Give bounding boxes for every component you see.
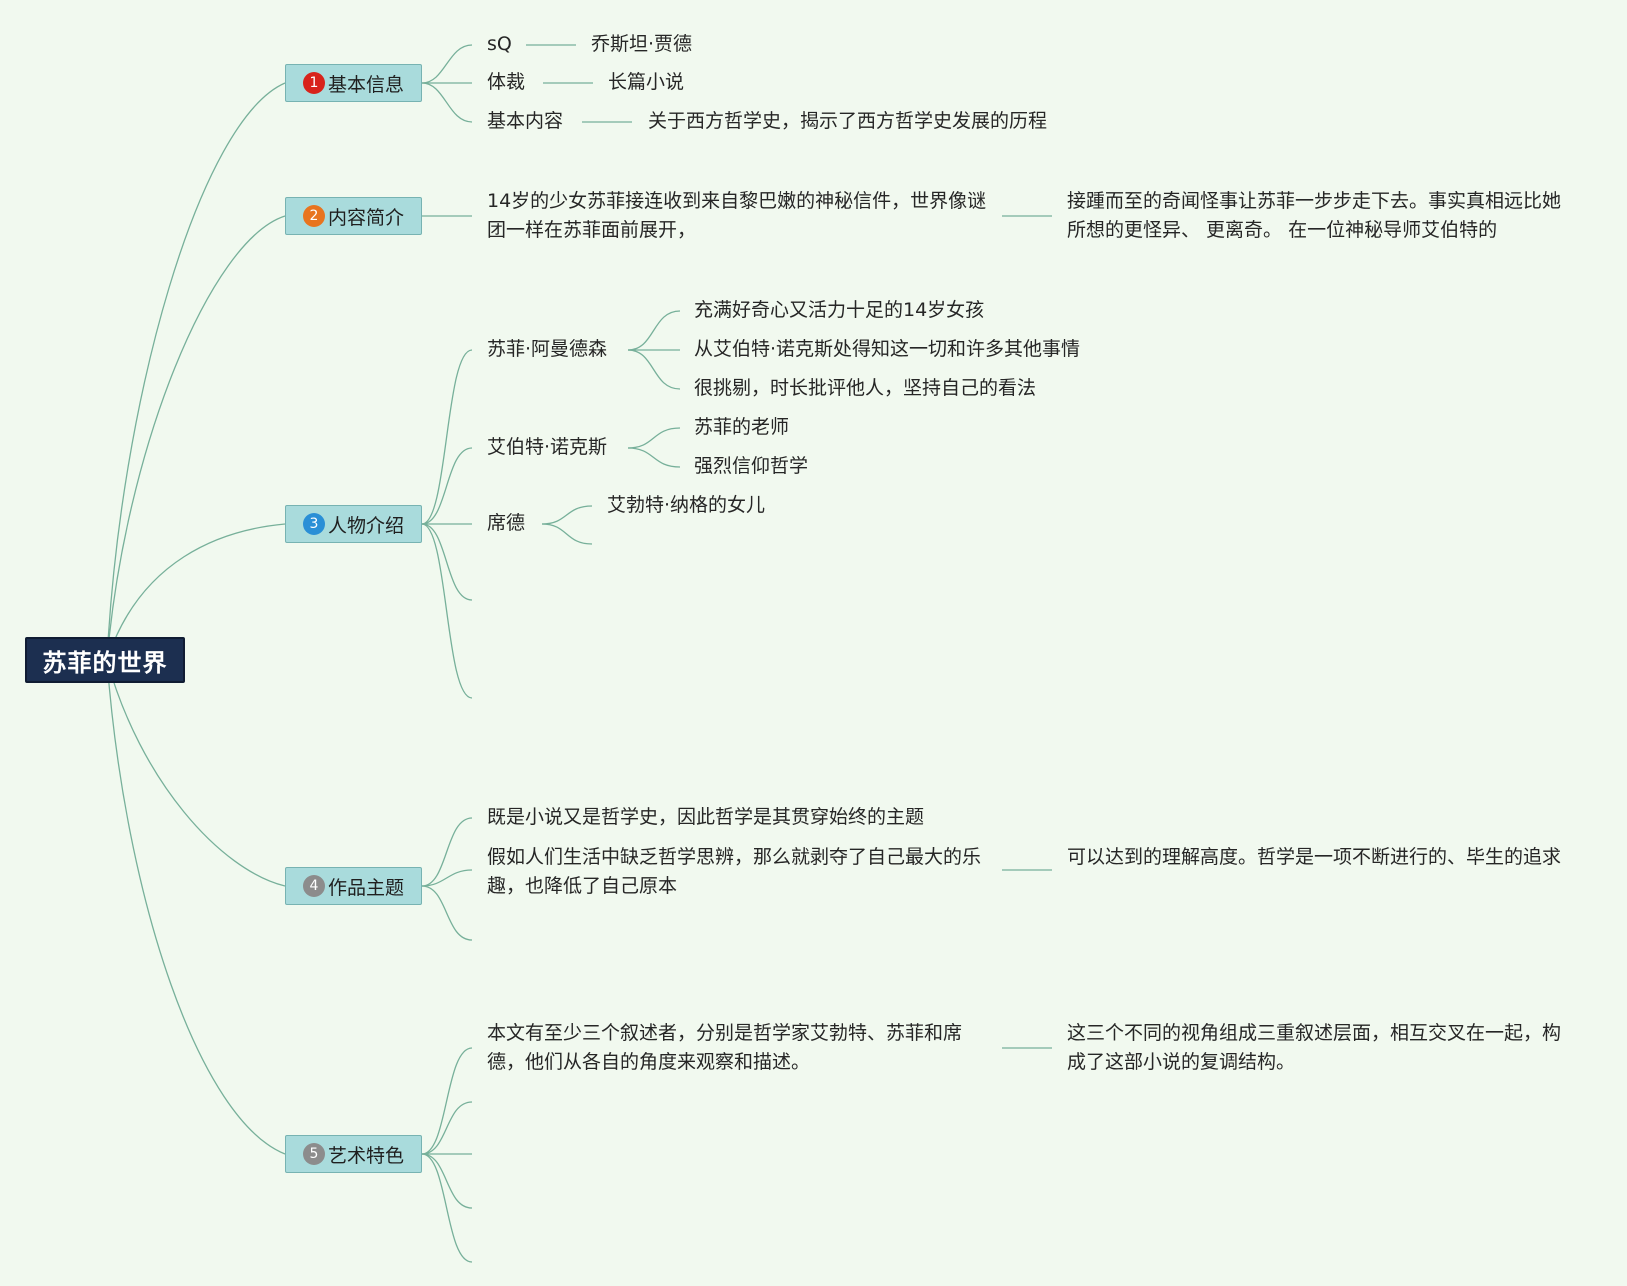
- trait-item[interactable]: 强烈信仰哲学: [694, 455, 809, 477]
- info-value-author[interactable]: 乔斯坦·贾德: [591, 33, 693, 55]
- link-b5-empty1: [421, 1101, 473, 1155]
- link-b5-empty3: [421, 1153, 473, 1209]
- summary-continuation[interactable]: 接踵而至的奇闻怪事让苏菲一步步走下去。事实真相远比她所想的更怪异、 更离奇。 在…: [1067, 190, 1562, 241]
- link-c3-t1: [541, 505, 593, 525]
- info-key-content[interactable]: 基本内容: [487, 110, 564, 132]
- link-b4-item1: [421, 817, 473, 887]
- link-c3-empty: [541, 523, 593, 545]
- branch-characters[interactable]: 3 人物介绍: [285, 505, 422, 543]
- link-b3-empty2: [421, 523, 473, 699]
- link-b1-item1: [421, 44, 473, 84]
- link-b3-char1: [421, 349, 473, 525]
- branch-artistic-features[interactable]: 5 艺术特色: [285, 1135, 422, 1173]
- character-alberto[interactable]: 艾伯特·诺克斯: [487, 436, 608, 458]
- link-root-b5: [106, 659, 286, 1155]
- number-badge: 2: [302, 205, 325, 227]
- link-b4-empty: [421, 885, 473, 941]
- feature-continuation[interactable]: 这三个不同的视角组成三重叙述层面，相互交叉在一起，构成了这部小说的复调结构。: [1067, 1022, 1562, 1073]
- trait-item[interactable]: 从艾伯特·诺克斯处得知这一切和许多其他事情: [694, 338, 1081, 360]
- link-b4-item2: [421, 869, 473, 887]
- branch-label: 艺术特色: [327, 1144, 404, 1167]
- trait-item[interactable]: 苏菲的老师: [694, 416, 790, 438]
- theme-item[interactable]: 既是小说又是哲学史，因此哲学是其贯穿始终的主题: [487, 806, 925, 828]
- info-key-genre[interactable]: 体裁: [487, 71, 526, 93]
- root-topic[interactable]: 苏菲的世界: [25, 637, 185, 683]
- trait-item[interactable]: 很挑剔，时长批评他人，坚持自己的看法: [694, 377, 1037, 399]
- branch-label: 作品主题: [327, 876, 404, 899]
- branch-label: 基本信息: [327, 73, 404, 96]
- feature-text[interactable]: 本文有至少三个叙述者，分别是哲学家艾勃特、苏菲和席德，他们从各自的角度来观察和描…: [487, 1022, 963, 1073]
- link-root-b1: [106, 82, 286, 661]
- branch-summary[interactable]: 2 内容简介: [285, 197, 422, 235]
- branch-label: 人物介绍: [327, 514, 404, 537]
- link-b5-empty4: [421, 1153, 473, 1263]
- link-b5-item1: [421, 1047, 473, 1155]
- link-root-b3: [106, 523, 286, 661]
- info-key-author[interactable]: sQ: [487, 33, 512, 55]
- branch-theme[interactable]: 4 作品主题: [285, 867, 422, 905]
- link-c2-t1: [627, 427, 681, 449]
- info-value-genre[interactable]: 长篇小说: [608, 71, 685, 93]
- info-value-content[interactable]: 关于西方哲学史，揭示了西方哲学史发展的历程: [648, 110, 1048, 132]
- number-badge: 3: [302, 513, 325, 535]
- theme-continuation[interactable]: 可以达到的理解高度。哲学是一项不断进行的、毕生的追求: [1067, 846, 1562, 868]
- branch-label: 内容简介: [327, 206, 404, 229]
- link-b3-char2: [421, 447, 473, 525]
- link-root-b2: [106, 215, 286, 661]
- number-badge: 4: [302, 875, 325, 897]
- branch-basic-info[interactable]: 1 基本信息: [285, 64, 422, 102]
- summary-text[interactable]: 14岁的少女苏菲接连收到来自黎巴嫩的神秘信件，世界像谜团一样在苏菲面前展开，: [487, 190, 987, 241]
- link-b1-item3: [421, 82, 473, 123]
- character-sophie[interactable]: 苏菲·阿曼德森: [487, 338, 608, 360]
- theme-item[interactable]: 假如人们生活中缺乏哲学思辨，那么就剥夺了自己最大的乐趣，也降低了自己原本: [487, 846, 982, 897]
- number-badge: 1: [302, 72, 325, 94]
- link-b3-empty1: [421, 523, 473, 601]
- trait-item[interactable]: 艾勃特·纳格的女儿: [607, 494, 766, 516]
- link-c2-t2: [627, 447, 681, 468]
- link-root-b4: [106, 659, 286, 887]
- link-c1-t1: [627, 310, 681, 351]
- character-hilde[interactable]: 席德: [487, 512, 526, 534]
- trait-item[interactable]: 充满好奇心又活力十足的14岁女孩: [694, 299, 985, 321]
- number-badge: 5: [302, 1143, 325, 1165]
- link-c1-t3: [627, 349, 681, 390]
